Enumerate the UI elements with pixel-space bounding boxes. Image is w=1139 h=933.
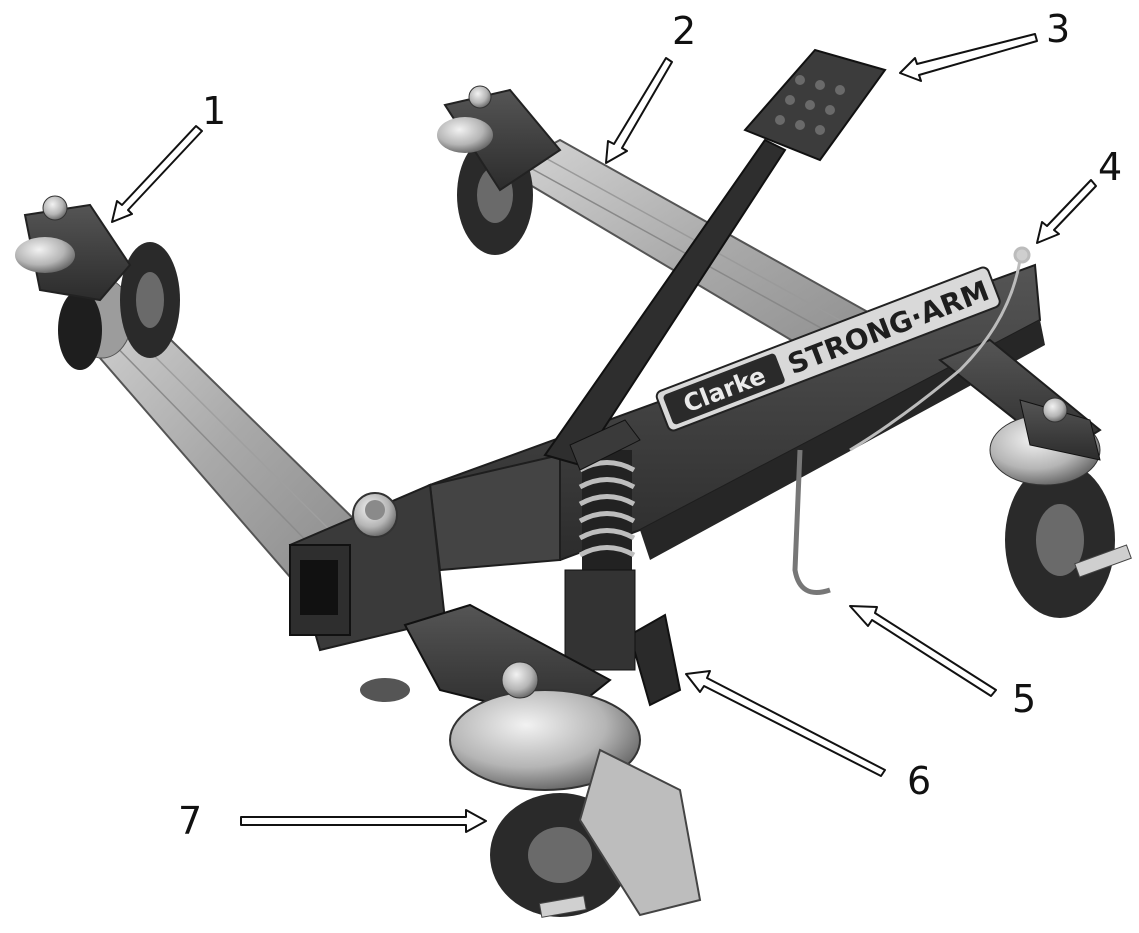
front-socket-block <box>288 483 447 652</box>
callout-label-2: 2 <box>672 9 697 53</box>
spring-assembly <box>578 450 636 570</box>
callout-arrows <box>111 33 1097 833</box>
arrow-2 <box>605 57 673 164</box>
callout-label-7: 7 <box>178 799 203 843</box>
callout-label-4: 4 <box>1098 145 1123 189</box>
callout-label-6: 6 <box>907 759 932 803</box>
left-caster <box>15 195 180 370</box>
arrow-1 <box>111 125 203 223</box>
front-caster-with-brake <box>360 603 702 918</box>
safety-chain <box>849 246 1031 452</box>
right-caster <box>989 397 1132 618</box>
callout-label-5: 5 <box>1012 677 1037 721</box>
arrow-7 <box>240 809 487 833</box>
callout-label-3: 3 <box>1046 7 1071 51</box>
rear-caster-top <box>437 85 562 255</box>
arrow-4 <box>1036 179 1097 244</box>
pedal-hook <box>792 449 831 595</box>
arrow-3 <box>899 33 1038 82</box>
arrow-6 <box>685 670 886 777</box>
arrow-5 <box>849 605 997 697</box>
callout-label-1: 1 <box>202 89 227 133</box>
foot-pedal-lever <box>543 48 887 471</box>
release-knob <box>564 569 682 707</box>
